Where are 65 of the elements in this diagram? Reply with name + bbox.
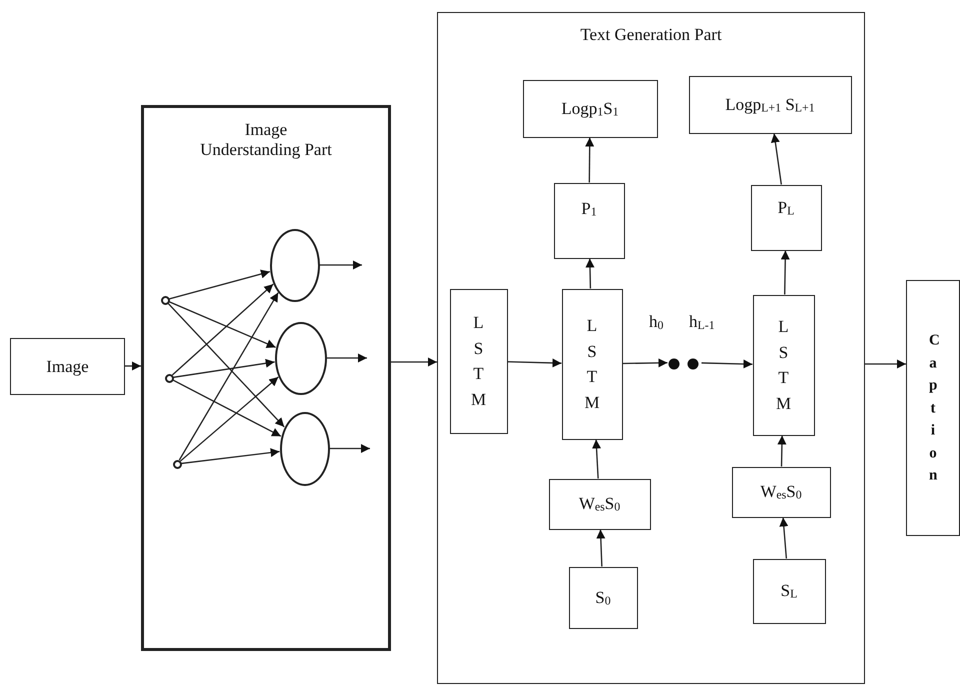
- arrow: [181, 448, 280, 464]
- arrow: [172, 284, 274, 376]
- input-node: [160, 296, 170, 304]
- arrow: [168, 301, 276, 348]
- output-box: [906, 280, 960, 536]
- arrow: [172, 380, 282, 437]
- lstm-box: [752, 294, 814, 436]
- arrow: [180, 376, 279, 462]
- box-label: S$_{L}$: [780, 580, 798, 602]
- arrow: [169, 270, 270, 300]
- box-label: Logp$_{1}$S$_{1}$: [560, 98, 620, 119]
- box-label: W$_{es}$S$_{0}$: [759, 482, 803, 502]
- process-box: [752, 558, 826, 624]
- arrow: [780, 250, 790, 295]
- group-panel: [437, 12, 865, 684]
- arrow: [178, 292, 279, 460]
- group-panel: [141, 105, 391, 651]
- process-box: [522, 80, 658, 138]
- box-label: LSTM: [470, 312, 487, 410]
- box-label: P$_{L}$: [776, 198, 796, 218]
- box-label: Image: [45, 356, 90, 376]
- box-label: LSTM: [775, 316, 792, 414]
- arrow: [596, 529, 606, 567]
- process-box: [554, 182, 624, 258]
- process-box: [750, 184, 822, 250]
- process-box: [568, 566, 638, 628]
- arrow: [770, 133, 782, 185]
- panel-title: Image Understanding Part: [199, 120, 333, 161]
- box-label: W$_{es}$S$_{0}$: [578, 494, 622, 514]
- lstm-box: [450, 288, 508, 434]
- arrow: [701, 360, 753, 368]
- neuron-circle: [270, 228, 320, 302]
- input-node: [172, 460, 182, 468]
- process-box: [548, 478, 650, 530]
- arrow: [622, 358, 668, 368]
- arrow: [125, 362, 141, 370]
- arrow: [592, 439, 602, 479]
- arrow: [779, 517, 788, 559]
- input-node: [164, 374, 174, 382]
- arrow: [777, 435, 786, 467]
- process-box: [10, 338, 125, 395]
- process-box: [732, 466, 830, 518]
- box-label: P$_{1}$: [580, 199, 598, 220]
- process-box: [688, 76, 852, 134]
- arrow: [585, 258, 594, 289]
- arrow: [168, 302, 285, 428]
- arrow: [865, 360, 906, 368]
- state-label: h$_{L-1}$: [689, 312, 715, 333]
- arrow: [391, 358, 437, 366]
- state-label: h$_{0}$: [649, 312, 664, 333]
- box-label: S$_{0}$: [594, 587, 612, 608]
- arrow: [585, 138, 594, 182]
- box-label: Logp$_{L+1}$ S$_{L+1}$: [724, 94, 816, 115]
- ellipsis-dots: [668, 356, 702, 370]
- neuron-circle: [274, 322, 326, 394]
- arrow: [326, 354, 367, 362]
- arrow: [507, 358, 562, 368]
- box-label: Caption: [929, 331, 937, 486]
- arrow: [330, 444, 370, 453]
- arrow: [320, 260, 362, 270]
- panel-title: Text Generation Part: [579, 25, 723, 46]
- neuron-circle: [280, 412, 330, 486]
- lstm-box: [562, 288, 622, 440]
- box-label: LSTM: [584, 315, 600, 414]
- arrow: [173, 358, 275, 378]
